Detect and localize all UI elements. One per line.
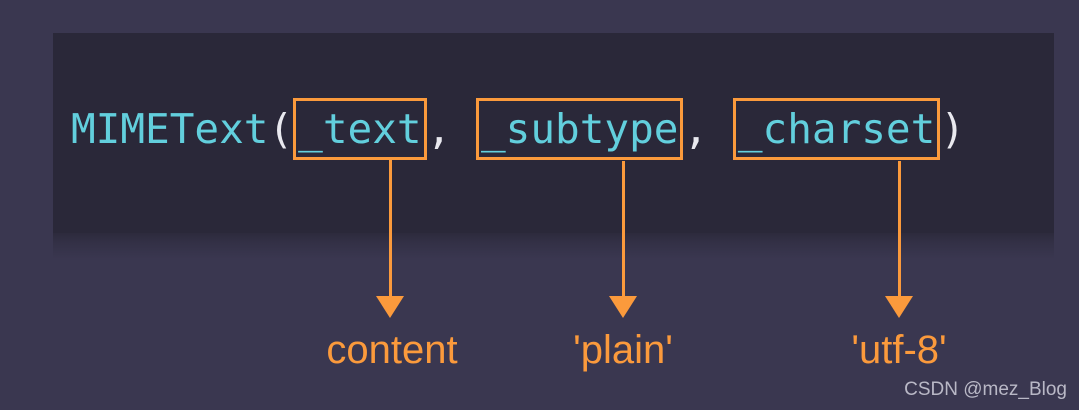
comma-1: , (426, 105, 452, 153)
space-1 (451, 98, 476, 160)
param-box-subtype[interactable]: _subtype (475, 98, 684, 160)
callout-label-plain: 'plain' (573, 328, 673, 372)
callout-label-content: content (326, 328, 458, 372)
param-box-charset[interactable]: _charset (732, 98, 941, 160)
open-paren: ( (268, 105, 294, 153)
arrow-line-charset (898, 161, 901, 297)
param-box-text[interactable]: _text (293, 98, 427, 160)
callout-label-charset: 'utf-8' (851, 328, 947, 372)
arrow-line-content (389, 160, 392, 297)
function-name: MIMEText (71, 105, 269, 153)
comma-2: , (683, 105, 709, 153)
space-2 (708, 98, 733, 160)
close-paren: ) (940, 105, 965, 153)
arrow-head-content (376, 296, 404, 318)
code-panel-shadow (53, 233, 1054, 259)
arrow-line-plain (622, 161, 625, 297)
code-signature-line: MIMEText ( _text , _subtype , _charset ) (71, 98, 965, 160)
watermark: CSDN @mez_Blog (904, 379, 1067, 400)
arrow-head-charset (885, 296, 913, 318)
code-panel (53, 33, 1054, 233)
arrow-head-plain (609, 296, 637, 318)
